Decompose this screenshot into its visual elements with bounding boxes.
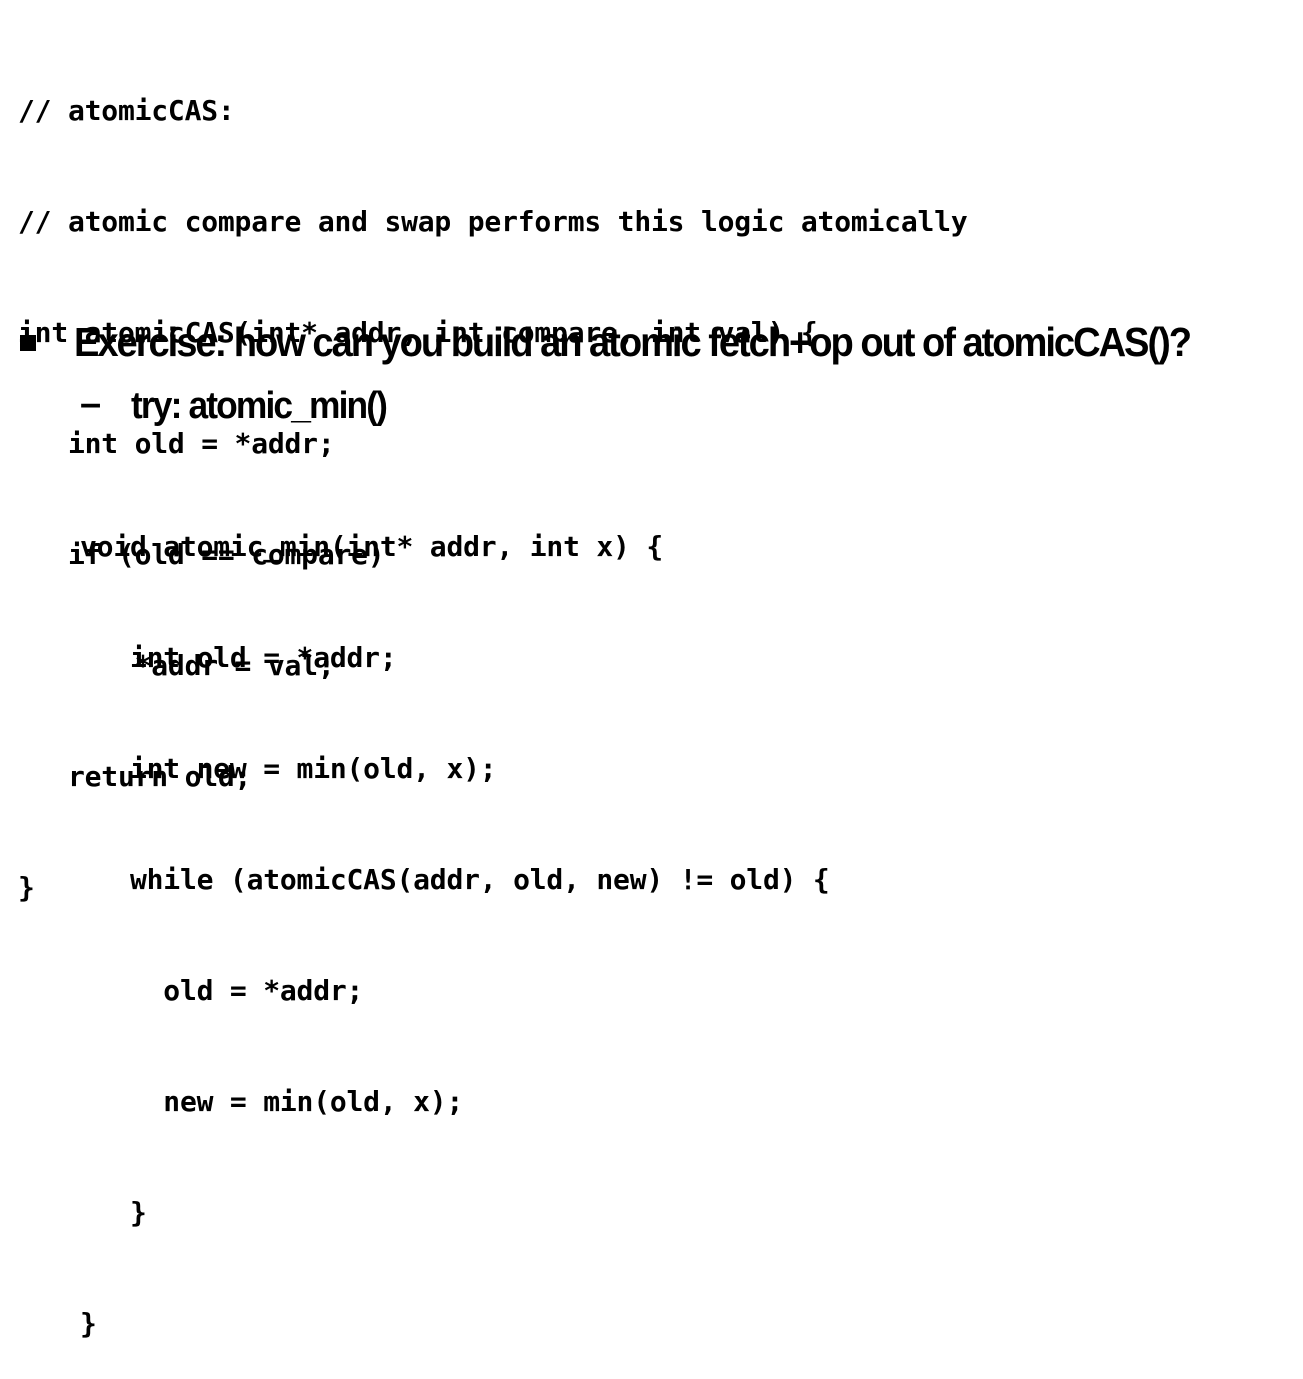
try-sub-bullet: – try: atomic_min() (80, 378, 405, 434)
code-line: int old = *addr; (18, 427, 335, 460)
square-bullet-icon (20, 335, 36, 351)
code-line: new = min(old, x); (80, 1085, 464, 1118)
code-line: int old = *addr; (80, 641, 397, 674)
code-line: // atomic compare and swap performs this… (18, 205, 968, 238)
exercise-heading: Exercise: how can you build an atomic fe… (74, 318, 1192, 365)
code-line: int atomicCAS(int* addr, int compare, in… (18, 316, 818, 349)
atomic-min-code-block: void atomic_min(int* addr, int x) { int … (80, 454, 830, 1379)
code-line: } (80, 1307, 97, 1340)
try-subheading: try: atomic_min() (131, 384, 388, 427)
code-line: while (atomicCAS(addr, old, new) != old)… (80, 863, 830, 896)
code-line: } (80, 1196, 147, 1229)
code-line: old = *addr; (80, 974, 364, 1007)
code-line: void atomic_min(int* addr, int x) { (80, 530, 664, 563)
code-line: // atomicCAS: (18, 94, 235, 127)
exercise-bullet: Exercise: how can you build an atomic fe… (20, 312, 1274, 372)
code-line: *addr = val; (18, 649, 335, 682)
code-line: int new = min(old, x); (80, 752, 497, 785)
atomiccas-code-block: // atomicCAS: // atomic compare and swap… (18, 18, 968, 943)
code-line: if (old == compare) (18, 538, 385, 571)
dash-bullet-icon: – (80, 382, 102, 425)
